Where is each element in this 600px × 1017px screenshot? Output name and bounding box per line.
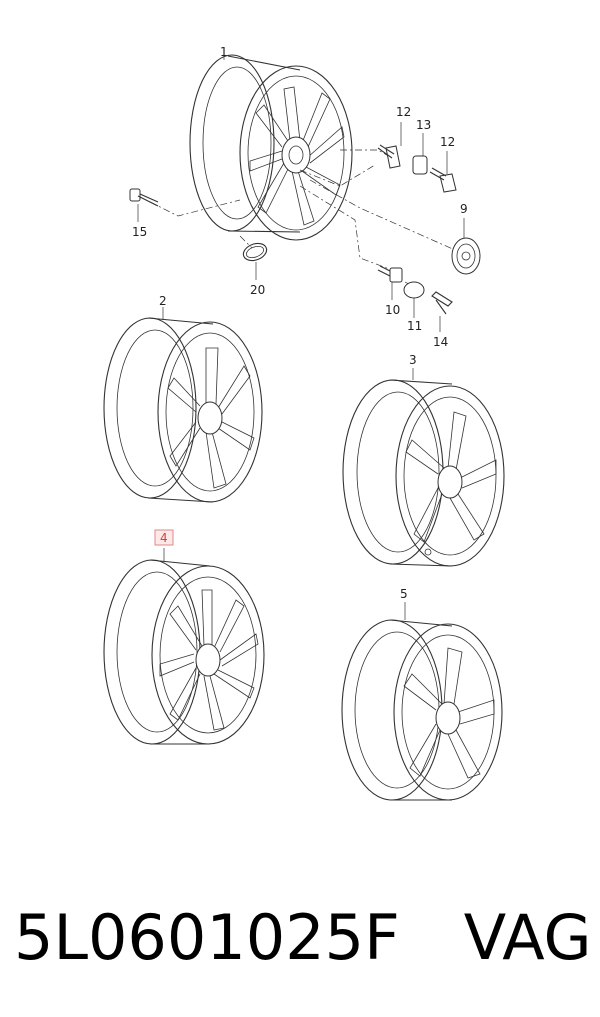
wheel-1-spokes [249, 86, 345, 226]
wheel-1 [189, 48, 353, 241]
bolt-12-right [429, 151, 457, 193]
callout-9: 9 [460, 202, 468, 216]
callout-12a: 12 [396, 105, 411, 119]
valve-15 [129, 188, 159, 222]
callout-2: 2 [159, 294, 167, 308]
wheel-4 [103, 548, 265, 745]
callout-5: 5 [400, 587, 408, 601]
nut-13 [412, 133, 428, 175]
callout-4-highlight [154, 529, 174, 546]
callout-11: 11 [407, 319, 422, 333]
wheel-parts-diagram: 1 15 20 12 13 12 [103, 45, 505, 801]
wheel-2 [103, 307, 263, 503]
bolt-12-left [377, 122, 402, 169]
callout-13: 13 [416, 118, 431, 132]
callout-14: 14 [433, 335, 448, 349]
part-caption: 5L0601025F VAG [14, 888, 594, 988]
callout-12b: 12 [440, 135, 455, 149]
cap-11 [403, 281, 425, 318]
lock-bolt-10 [377, 265, 403, 300]
wheel-5 [341, 602, 503, 801]
callout-15: 15 [132, 225, 147, 239]
wheel-3 [342, 368, 505, 567]
center-cap-9 [451, 218, 481, 275]
callout-20: 20 [250, 283, 265, 297]
ring-20 [242, 242, 268, 280]
callout-3: 3 [409, 353, 417, 367]
brand-label: VAG [463, 901, 592, 974]
callout-4: 4 [160, 531, 168, 545]
puller-14 [431, 291, 453, 332]
part-number: 5L0601025F [14, 901, 400, 974]
callout-10: 10 [385, 303, 400, 317]
callout-1: 1 [220, 45, 228, 59]
